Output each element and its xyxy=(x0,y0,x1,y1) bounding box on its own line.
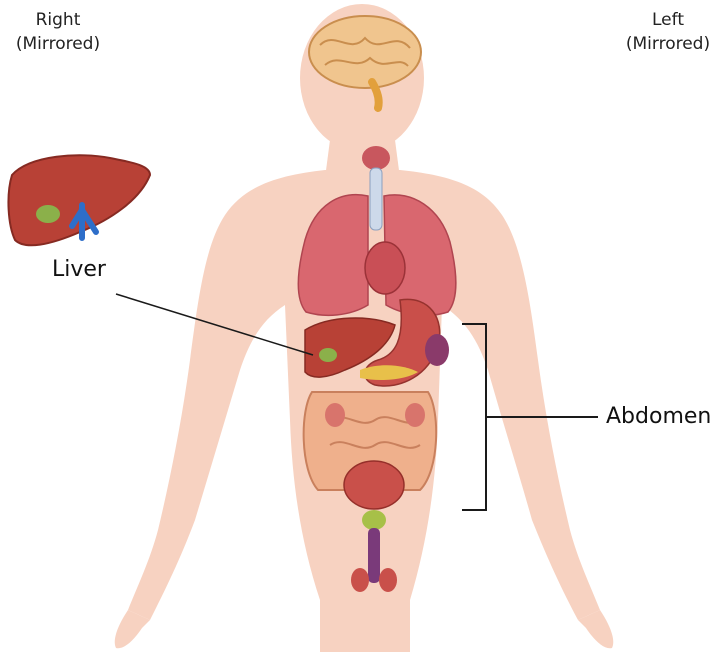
spleen-icon xyxy=(425,334,449,366)
liver-illustration-icon xyxy=(8,155,150,245)
heart-icon xyxy=(365,242,405,294)
liver-label: Liver xyxy=(52,257,106,282)
abdomen-label: Abdomen xyxy=(606,404,711,429)
